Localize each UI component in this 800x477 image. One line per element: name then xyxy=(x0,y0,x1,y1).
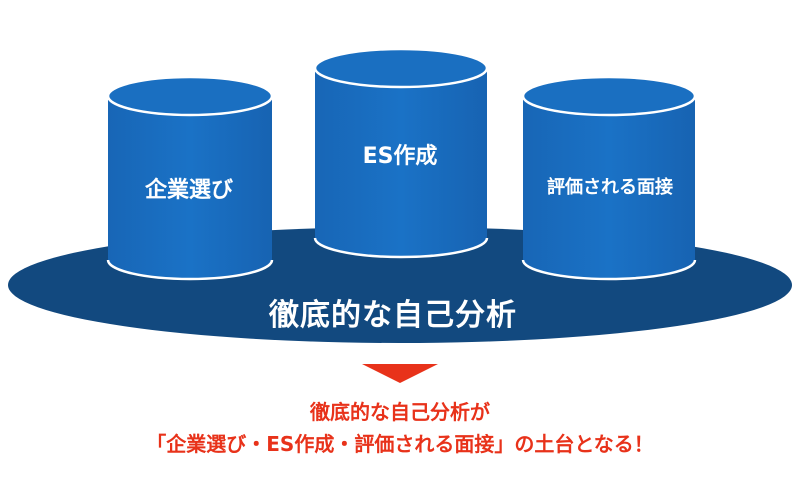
pillar-left xyxy=(106,75,274,281)
pillar-label-company-selection: 企業選び xyxy=(144,178,234,203)
pillar-center xyxy=(313,47,489,259)
foundation-label: 徹底的な自己分析 xyxy=(269,298,517,333)
caption-line-2: 「企業選び・ES作成・評価される面接」の土台となる！ xyxy=(146,432,654,456)
down-arrow-icon xyxy=(362,364,438,383)
pillar-right xyxy=(521,75,697,281)
caption-line-1: 徹底的な自己分析が xyxy=(310,400,490,424)
pillar-label-interview: 評価される面接 xyxy=(547,177,673,198)
pillar-label-es-writing: ES作成 xyxy=(362,144,438,169)
